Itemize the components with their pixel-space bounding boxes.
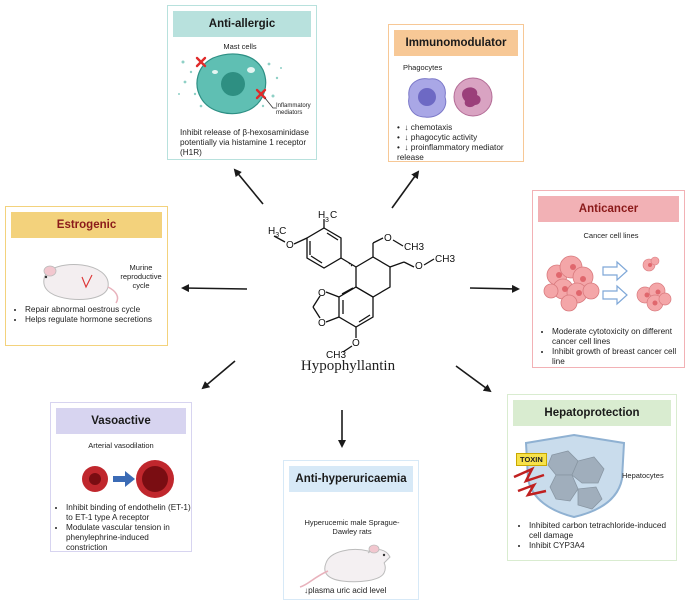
toxin-badge: TOXIN — [516, 453, 547, 466]
arrow-to-immunomodulator — [391, 170, 420, 209]
mast-cells-label: Mast cells — [223, 42, 257, 51]
anticancer-title: Anticancer — [538, 196, 679, 222]
anti-allergic-title: Anti-allergic — [173, 11, 311, 37]
vasoactive-effects-list: Inhibit binding of endothelin (ET-1) to … — [57, 503, 191, 553]
phagocytes-label: Phagocytes — [403, 63, 443, 72]
list-item: ↓ phagocytic activity — [397, 133, 521, 143]
list-item: Repair abnormal oestrous cycle — [25, 305, 164, 315]
estrogenic-title: Estrogenic — [11, 212, 162, 238]
arrow-to-hepatoprotection — [455, 365, 492, 393]
vasoactive-title: Vasoactive — [56, 408, 186, 434]
phagocyte-icon — [408, 77, 493, 118]
list-item: Modulate vascular tension in phenylephri… — [66, 523, 191, 553]
anti-allergic-panel: Anti-allergic Mast cells Inflammatory me… — [167, 5, 317, 160]
svg-text:3: 3 — [325, 217, 329, 224]
vasoactive-panel: Vasoactive Arterial vasodilation Inhibit… — [50, 402, 192, 552]
anticancer-panel: Anticancer Cancer cell lines Moderate cy… — [532, 190, 685, 368]
svg-text:O: O — [286, 240, 294, 251]
immunomodulator-effects-list: ↓ chemotaxis ↓ phagocytic activity ↓ pro… — [397, 123, 521, 163]
rats-label: Hyperucemic male Sprague-Dawley rats — [304, 518, 400, 536]
hepatoprotection-title: Hepatoprotection — [513, 400, 671, 426]
svg-text:O: O — [318, 318, 326, 329]
anti-allergic-description: Inhibit release of β-hexosaminidase pote… — [180, 128, 309, 157]
list-item: Inhibit CYP3A4 — [529, 541, 674, 551]
cancer-cells-icon — [543, 255, 672, 312]
estrogenic-effects-list: Repair abnormal oestrous cycle Helps reg… — [16, 305, 164, 325]
immunomodulator-title: Immunomodulator — [394, 30, 518, 56]
inflammatory-mediators-label: Inflammatory mediators — [276, 103, 311, 116]
arrow-to-vasoactive — [201, 360, 236, 390]
list-item: ↓ proinflammatory mediator release — [397, 143, 521, 163]
list-item: Moderate cytotoxicity on different cance… — [552, 327, 681, 347]
immunomodulator-panel: Immunomodulator Phagocytes ↓ chemotaxis … — [388, 24, 524, 162]
list-item: Inhibit growth of breast cancer cell lin… — [552, 347, 681, 367]
svg-text:O: O — [352, 338, 360, 349]
arrow-to-estrogenic — [181, 284, 248, 293]
svg-text:C: C — [330, 210, 337, 221]
rat-icon — [299, 544, 391, 588]
compound-name: Hypophyllantin — [300, 358, 396, 374]
hepatoprotection-panel: Hepatoprotection TOXIN Hepatocytes Inhib… — [507, 394, 677, 561]
mouse-icon — [43, 264, 119, 304]
shield-icon — [513, 433, 626, 519]
svg-text:H: H — [318, 210, 325, 221]
list-item: ↓ chemotaxis — [397, 123, 521, 133]
arterial-vasodilation-label: Arterial vasodilation — [88, 441, 154, 450]
anti-hyperuricaemia-panel: Anti-hyperuricaemia Hyperucemic male Spr… — [283, 460, 419, 600]
arrow-to-anti-allergic — [233, 168, 264, 205]
hepatoprotection-effects-list: Inhibited carbon tetrachloride-induced c… — [520, 521, 674, 551]
artery-icon — [82, 460, 174, 498]
arrow-to-anticancer — [469, 284, 520, 293]
hepatocytes-label: Hepatocytes — [622, 471, 664, 480]
svg-text:CH3: CH3 — [404, 242, 424, 253]
anticancer-effects-list: Moderate cytotoxicity on different cance… — [543, 327, 681, 367]
mast-cell-icon — [178, 53, 282, 115]
list-item: Inhibit binding of endothelin (ET-1) to … — [66, 503, 191, 523]
anti-hyperuricaemia-title: Anti-hyperuricaemia — [289, 466, 413, 492]
cancer-cell-lines-label: Cancer cell lines — [583, 231, 639, 240]
anti-hyperuricaemia-description: ↓plasma uric acid level — [304, 586, 387, 595]
list-item: Inhibited carbon tetrachloride-induced c… — [529, 521, 674, 541]
svg-text:H3C: H3C — [268, 226, 286, 239]
svg-text:CH3: CH3 — [435, 254, 455, 265]
svg-text:O: O — [318, 288, 326, 299]
svg-text:O: O — [384, 233, 392, 244]
svg-text:O: O — [415, 261, 423, 272]
estrogenic-panel: Estrogenic Murine reproductive cycle Rep… — [5, 206, 168, 346]
list-item: Helps regulate hormone secretions — [25, 315, 164, 325]
murine-cycle-label: Murine reproductive cycle — [120, 263, 162, 290]
svg-text:CH3: CH3 — [326, 350, 346, 361]
